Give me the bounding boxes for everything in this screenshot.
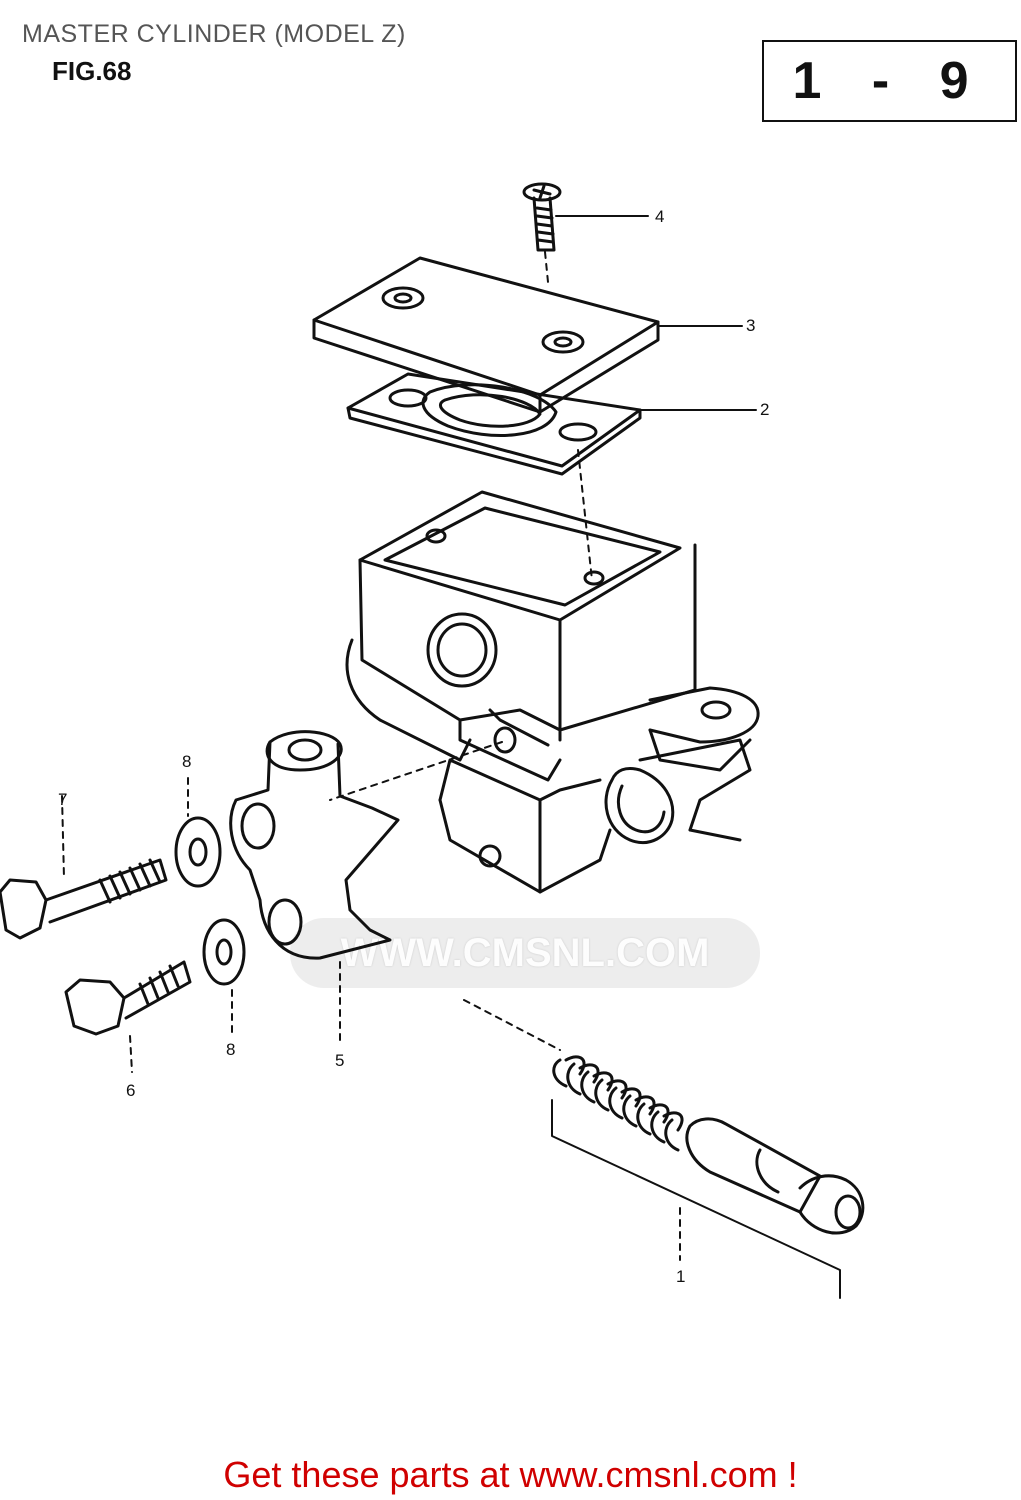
watermark-text: WWW.CMSNL.COM bbox=[340, 930, 710, 975]
callout-7: 7 bbox=[58, 790, 67, 809]
callout-8-lower: 8 bbox=[226, 1040, 235, 1059]
master-cylinder-body-part bbox=[345, 490, 760, 894]
page-reference-box: 1 - 9 bbox=[762, 40, 1017, 122]
bolt-upper-part bbox=[0, 795, 168, 940]
cover-part bbox=[312, 256, 660, 414]
figure-label: FIG.68 bbox=[52, 56, 132, 86]
callout-4: 4 bbox=[655, 207, 664, 226]
bolt-lower-part bbox=[64, 960, 192, 1073]
piston-spring-set-part bbox=[551, 1055, 865, 1299]
page-title: MASTER CYLINDER (MODEL Z) bbox=[22, 20, 406, 48]
callout-2: 2 bbox=[760, 400, 769, 419]
screw-part bbox=[522, 182, 562, 283]
footer-promo-link[interactable]: Get these parts at www.cmsnl.com ! bbox=[223, 1454, 798, 1495]
clamp-part bbox=[229, 730, 400, 1043]
callout-1: 1 bbox=[676, 1267, 685, 1286]
washer-lower-part bbox=[202, 918, 246, 1033]
callout-6: 6 bbox=[126, 1081, 135, 1100]
callout-5: 5 bbox=[335, 1051, 344, 1070]
washer-upper-part bbox=[174, 777, 222, 888]
page-reference: 1 - 9 bbox=[792, 52, 987, 110]
callout-8-upper: 8 bbox=[182, 752, 191, 771]
leader-lines bbox=[555, 215, 757, 411]
diaphragm-part bbox=[346, 372, 642, 476]
callout-3: 3 bbox=[746, 316, 755, 335]
watermark: WWW.CMSNL.COM bbox=[290, 918, 760, 988]
